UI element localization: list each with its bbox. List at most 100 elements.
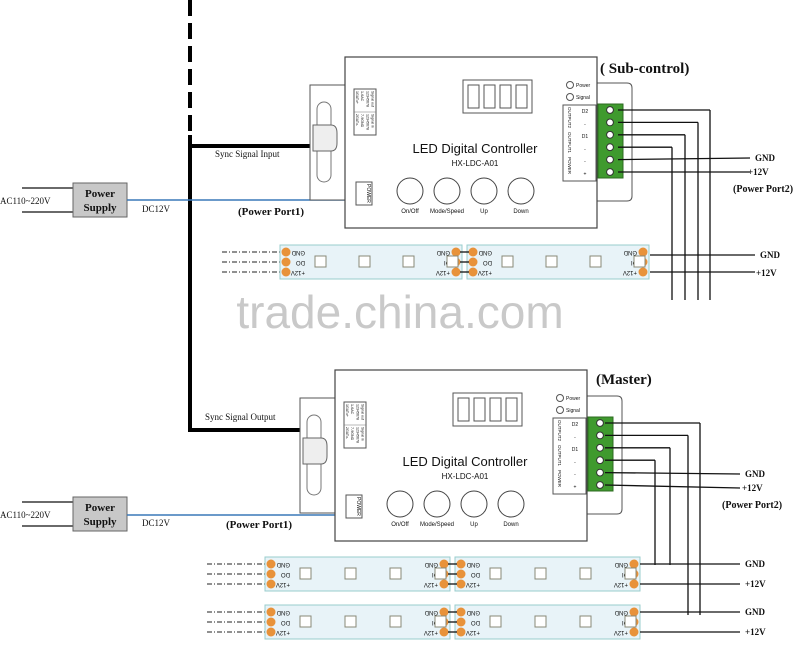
io-label: 2GATx- <box>355 114 359 127</box>
power-supply-label: Power <box>85 188 115 200</box>
led-chip-icon <box>589 255 602 268</box>
strip-pad-label: +12V <box>436 269 450 275</box>
terminal-pin-label: + <box>584 172 587 178</box>
sync-output-label: Sync Signal Output <box>205 412 276 422</box>
strip-pad-out <box>451 267 461 277</box>
terminal-pin-label: - <box>574 460 576 466</box>
button-down[interactable] <box>497 490 525 518</box>
led-chip-icon <box>446 255 459 268</box>
strip-pad-label: +12V <box>276 581 290 587</box>
button-down[interactable] <box>507 177 535 205</box>
terminal-label-panel <box>552 417 587 495</box>
plus12v-label: +12V <box>745 579 766 589</box>
button-label: On/Off <box>391 522 409 528</box>
digit-segment <box>467 84 480 109</box>
led-chip-icon <box>389 615 402 628</box>
strip-pad-label: DO <box>471 619 480 625</box>
terminal-group-label: OUTPUT2 <box>567 107 572 128</box>
terminal-group-label: POWER <box>557 470 562 488</box>
indicator-label: Signal <box>566 408 580 414</box>
power-jack-label: POWER <box>365 184 371 203</box>
button-modespeed[interactable] <box>433 177 461 205</box>
terminal-pin-label: D2 <box>572 422 579 428</box>
led-chip-icon <box>402 255 415 268</box>
watermark: trade.china.com <box>236 286 563 338</box>
signal-indicator-icon <box>566 93 574 101</box>
io-label: 1GATx+ <box>355 91 359 104</box>
terminal-pin-label: + <box>574 485 577 491</box>
gnd-label: GND <box>745 559 766 569</box>
power-supply-box <box>72 496 128 532</box>
io-label: 1GATx+ <box>345 404 349 417</box>
signal-indicator-icon <box>556 406 564 414</box>
strip-pad-label: DO <box>483 259 492 265</box>
strip-pad-label: GND <box>276 609 290 615</box>
strip-pad-label: GND <box>466 609 480 615</box>
strip-pad-label: +12V <box>466 629 480 635</box>
terminal-screw-icon <box>606 155 614 164</box>
terminal-screw-icon <box>596 456 604 465</box>
led-chip-icon <box>534 615 547 628</box>
strip-pad-out <box>638 247 648 257</box>
power-jack <box>345 494 363 519</box>
button-up[interactable] <box>470 177 498 205</box>
io-label: Signal in <box>371 114 375 128</box>
button-modespeed[interactable] <box>423 490 451 518</box>
strip-pad-label: +12V <box>276 629 290 635</box>
strip-pad-label: +12V <box>478 269 492 275</box>
power-indicator-icon <box>556 394 564 402</box>
terminal-screw-icon <box>606 118 614 127</box>
terminal-pin-label: - <box>584 122 586 128</box>
led-strip <box>454 556 641 592</box>
io-label: 12345678 <box>365 114 369 130</box>
strip-pad-label: +12V <box>424 581 438 587</box>
button-label: Down <box>513 209 528 215</box>
led-chip-icon <box>434 615 447 628</box>
strip-pad-out <box>629 627 639 637</box>
strip-pad-in <box>281 247 291 257</box>
button-label: On/Off <box>401 209 419 215</box>
power-port2-label: (Power Port2) <box>733 184 793 195</box>
power-indicator-icon <box>566 81 574 89</box>
digit-segment <box>457 397 470 422</box>
button-onoff[interactable] <box>396 177 424 205</box>
strip-pad-label: GND <box>466 561 480 567</box>
gnd-power-wire <box>604 471 741 475</box>
led-chip-icon <box>633 255 646 268</box>
button-onoff[interactable] <box>386 490 414 518</box>
strip-pad-out <box>439 559 449 569</box>
power-supply-box <box>72 182 128 218</box>
strip-pad-out <box>439 607 449 617</box>
led-chip-icon <box>434 567 447 580</box>
button-label: Down <box>503 522 518 528</box>
terminal-group-label: OUTPUT2 <box>557 420 562 441</box>
strip-pad-in <box>266 569 276 579</box>
strip-pad-label: GND <box>478 249 492 255</box>
controller-model: HX-LDC-A01 <box>442 472 489 481</box>
strip-pad-label: GND <box>276 561 290 567</box>
led-chip-icon <box>489 615 502 628</box>
power-supply-label: Supply <box>83 516 117 528</box>
power-jack-label: POWER <box>355 497 361 516</box>
digit-segment <box>515 84 528 109</box>
strip-pad-out <box>629 579 639 589</box>
terminal-screw-icon <box>606 106 614 114</box>
strip-pad-label: +12V <box>466 581 480 587</box>
led-strip <box>264 604 451 640</box>
power-supply-label: Supply <box>83 202 117 214</box>
led-chip-icon <box>579 567 592 580</box>
strip-pad-out <box>629 559 639 569</box>
strip-pad-in <box>266 627 276 637</box>
sync-connector <box>312 124 338 152</box>
strip-pad-in <box>456 569 466 579</box>
strip-pad-in <box>266 607 276 617</box>
strip-pad-in <box>468 267 478 277</box>
button-up[interactable] <box>460 490 488 518</box>
terminal-label-panel <box>562 104 597 182</box>
plus12v-power-wire <box>604 484 741 489</box>
controller-role-label: (Master) <box>596 372 652 388</box>
strip-pad-in <box>281 257 291 267</box>
led-chip-icon <box>299 567 312 580</box>
digit-segment <box>489 397 502 422</box>
led-chip-icon <box>389 567 402 580</box>
